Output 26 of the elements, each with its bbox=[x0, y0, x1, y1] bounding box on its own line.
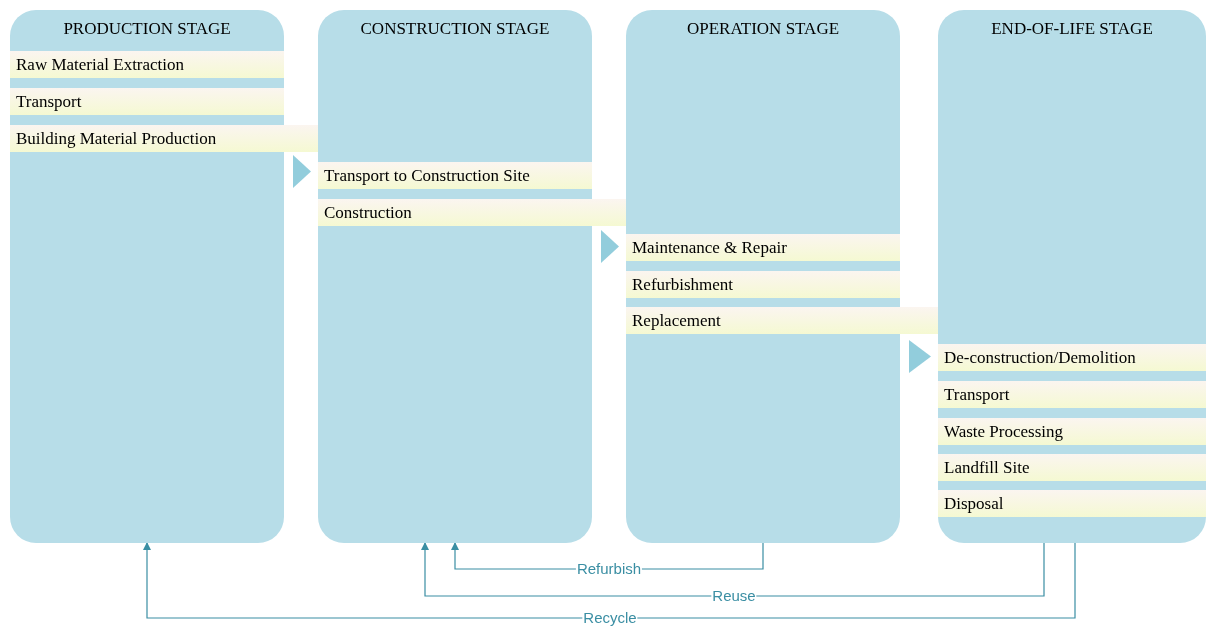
edge-label: Reuse bbox=[711, 588, 757, 604]
step-bar: Replacement bbox=[626, 307, 938, 334]
chevron-arrow bbox=[601, 230, 619, 263]
step-bar: Construction bbox=[318, 199, 627, 226]
step-bar: Landfill Site bbox=[938, 454, 1206, 481]
stage-heading: CONSTRUCTION STAGE bbox=[359, 18, 551, 40]
step-bar: Transport bbox=[10, 88, 284, 115]
arrow bbox=[421, 542, 1045, 597]
step-bar: Transport bbox=[938, 381, 1206, 408]
chevron-arrow bbox=[909, 340, 931, 373]
step-bar: Transport to Construction Site bbox=[318, 162, 592, 189]
edge-label: Refurbish bbox=[575, 561, 643, 577]
stage-panel bbox=[938, 10, 1206, 543]
step-bar: De-construction/Demolition bbox=[938, 344, 1206, 371]
step-bar: Disposal bbox=[938, 490, 1206, 517]
stage-heading: END-OF-LIFE STAGE bbox=[990, 18, 1154, 40]
step-bar: Building Material Production bbox=[10, 125, 318, 152]
stage-heading: OPERATION STAGE bbox=[685, 18, 841, 40]
arrow bbox=[143, 542, 1076, 619]
step-bar: Refurbishment bbox=[626, 271, 900, 298]
step-bar: Maintenance & Repair bbox=[626, 234, 900, 261]
edge-label: Recycle bbox=[582, 610, 638, 626]
step-bar: Waste Processing bbox=[938, 418, 1206, 445]
chevron-arrow bbox=[293, 155, 311, 188]
stage-heading: PRODUCTION STAGE bbox=[62, 18, 232, 40]
step-bar: Raw Material Extraction bbox=[10, 51, 284, 78]
